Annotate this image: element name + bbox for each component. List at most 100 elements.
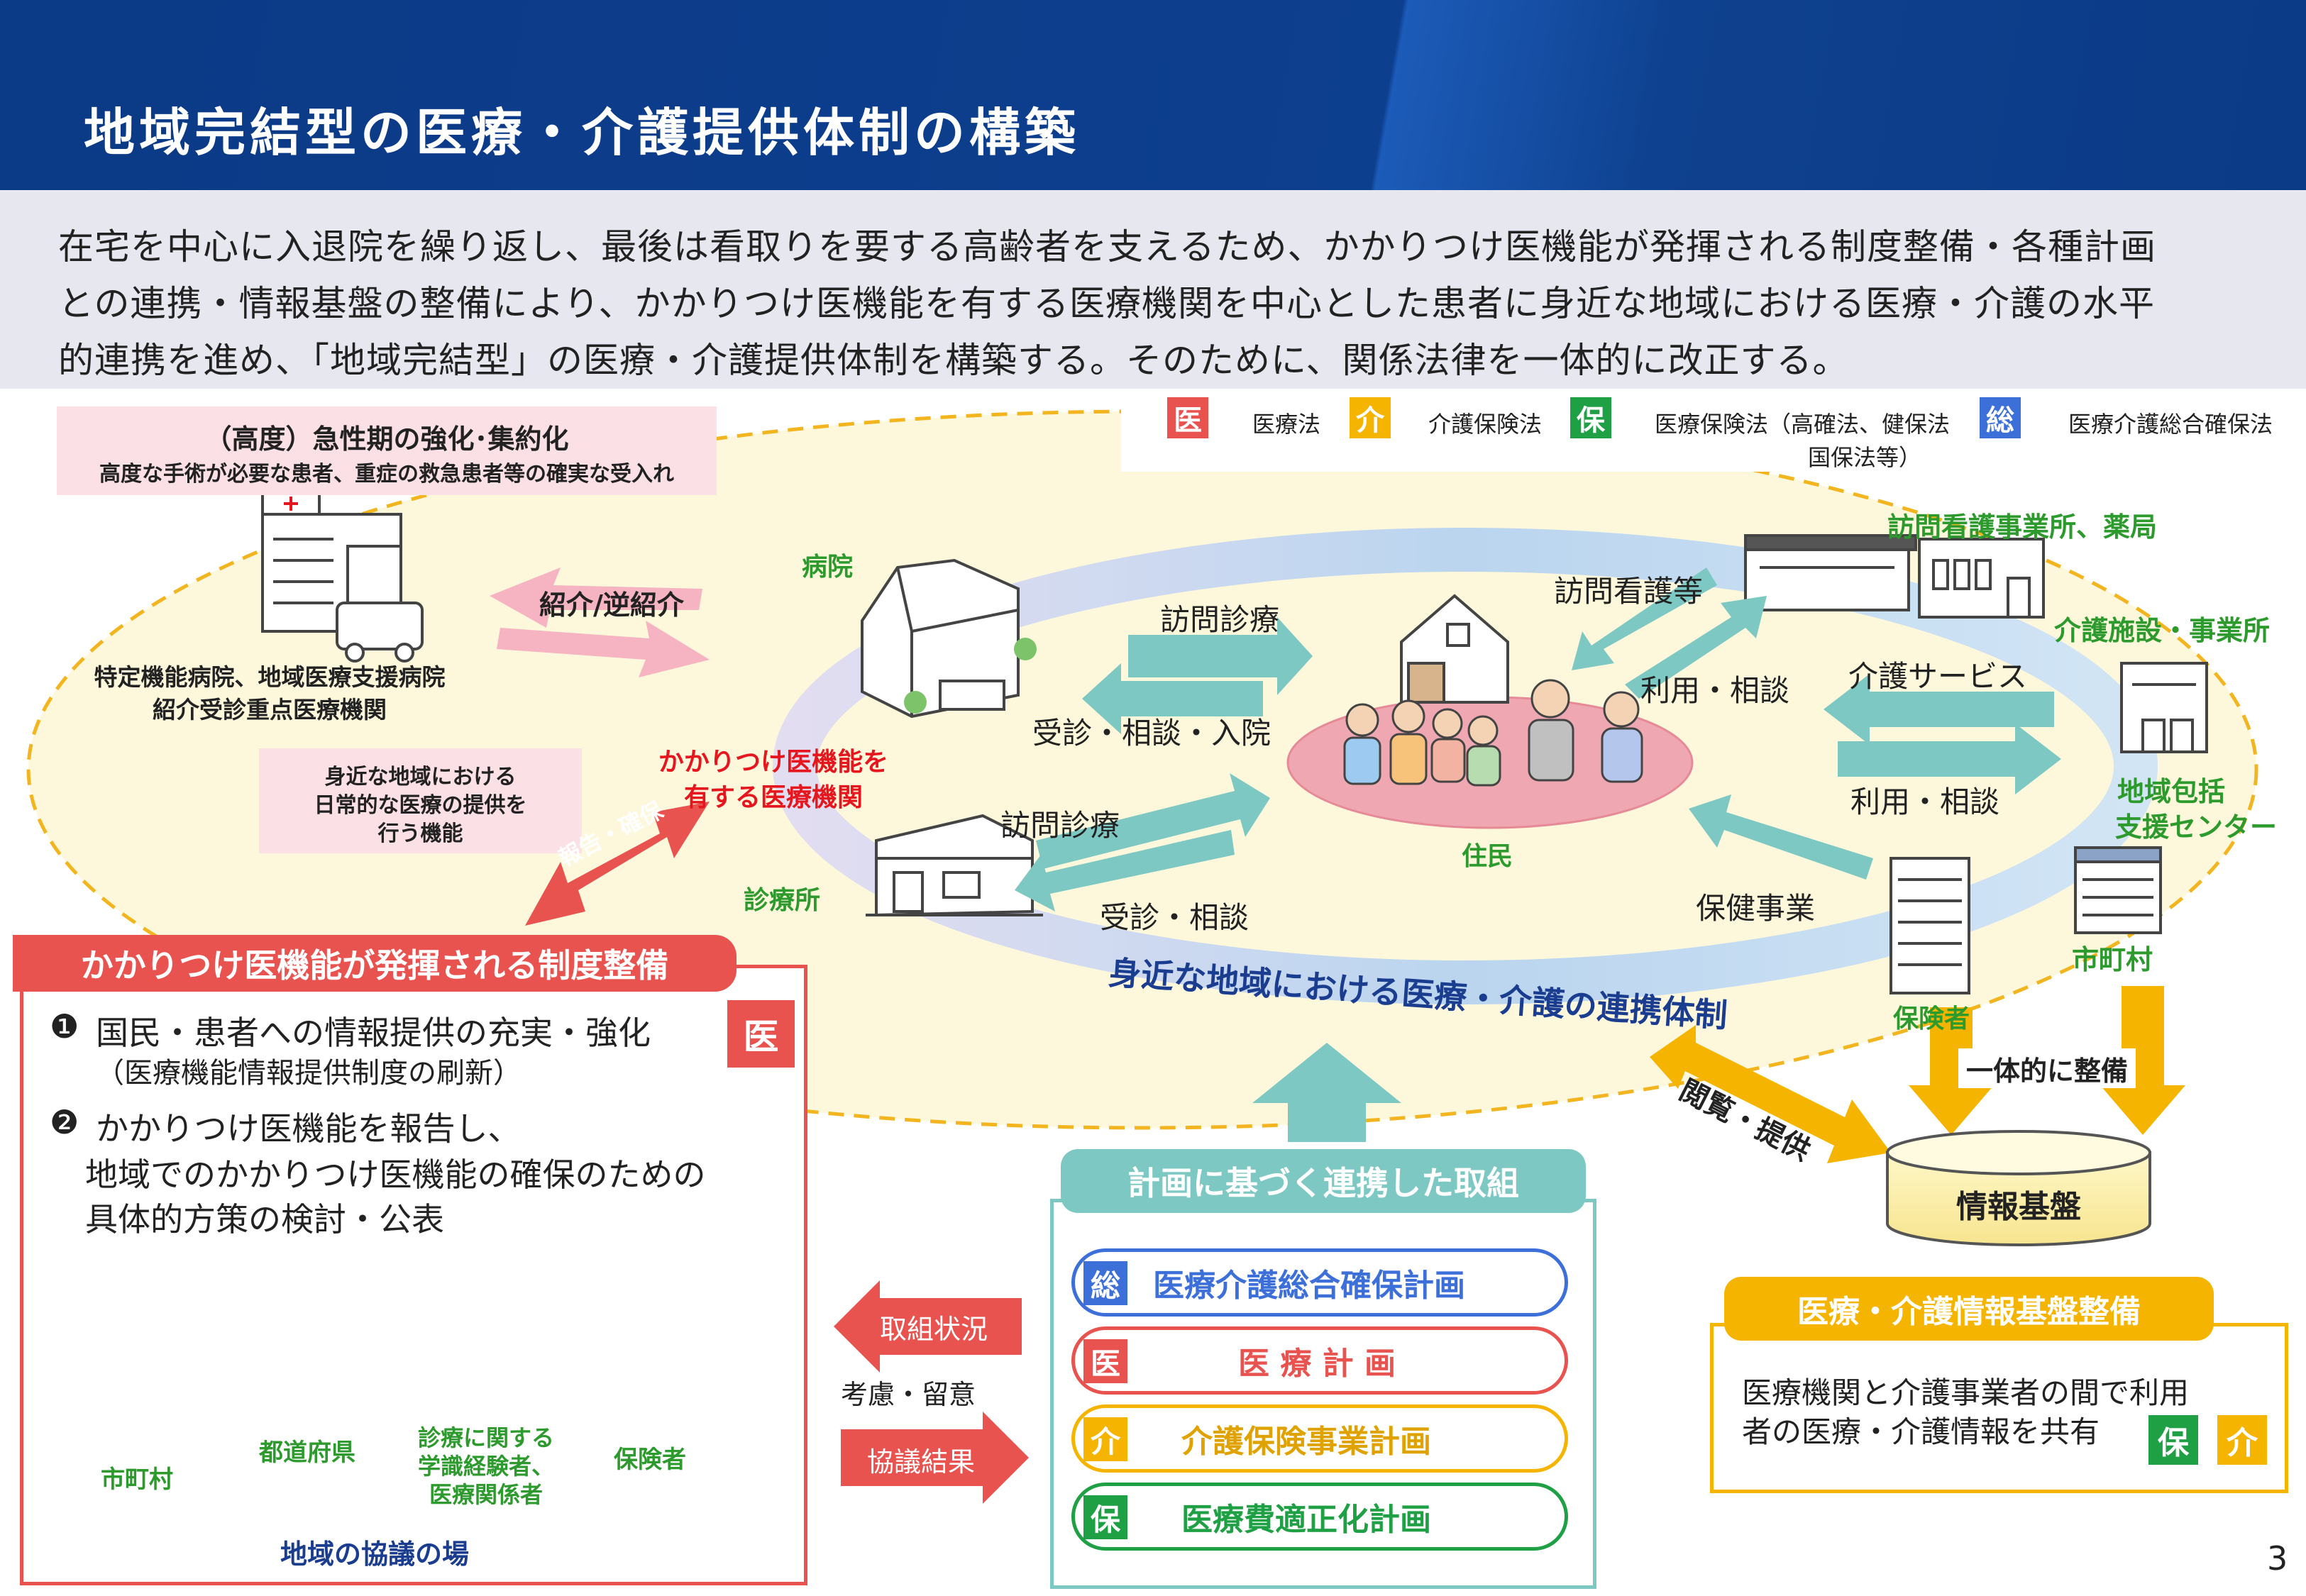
plan-text-medical: 医 療 計 画 bbox=[1238, 1346, 1396, 1382]
item2-line-2: 地域でのかかりつけ医機能の確保のための bbox=[85, 1156, 706, 1194]
item2-number: ❷ bbox=[50, 1103, 79, 1141]
plan-badge-care: 介 bbox=[1083, 1417, 1127, 1461]
hospital-label: 病院 bbox=[802, 553, 854, 582]
support-center-label-1: 地域包括 bbox=[2117, 776, 2225, 807]
clinic-building-icon bbox=[866, 814, 1043, 917]
plan-text-general: 医療介護総合確保計画 bbox=[1153, 1268, 1465, 1304]
intro-line-3: 的連携を進め、「地域完結型」の医療・介護提供体制を構築する。そのために、関係法律… bbox=[58, 340, 1849, 381]
municipality-building-icon bbox=[2074, 846, 2162, 934]
care-facility-icon bbox=[2120, 662, 2208, 753]
use-consult-label-1: 利用・相談 bbox=[1640, 673, 1790, 708]
council-experts-line-2: 学識経験者、 bbox=[417, 1453, 554, 1480]
referral-label: 紹介/逆紹介 bbox=[539, 589, 684, 621]
report-arrow bbox=[525, 802, 710, 926]
legend-badge-insurance: 保 bbox=[1570, 397, 1611, 438]
home-visit-label-2: 訪問診療 bbox=[1000, 808, 1120, 843]
municipality-label: 市町村 bbox=[2072, 944, 2153, 975]
plan-badge-general: 総 bbox=[1083, 1261, 1127, 1305]
daily-care-line-2: 日常的な医療の提供を bbox=[314, 793, 527, 818]
legend-text-insurance-2: 国保法等） bbox=[1808, 444, 1922, 471]
progress-arrows bbox=[834, 1280, 1029, 1504]
acute-hospital-label-1: 特定機能病院、地域医療支援病院 bbox=[94, 663, 446, 691]
daily-care-line-3: 行う機能 bbox=[377, 821, 463, 846]
visit-nursing-label: 訪問看護等 bbox=[1554, 574, 1704, 609]
family-doctor-label-2: 有する医療機関 bbox=[683, 783, 863, 812]
info-arrows bbox=[1650, 986, 2185, 1163]
info-platform-cylinder bbox=[1886, 1130, 2151, 1246]
info-badge-insurance: 保 bbox=[2148, 1415, 2198, 1465]
integrated-label: 一体的に整備 bbox=[1958, 1048, 2136, 1088]
plan-row-general: 総 医療介護総合確保計画 bbox=[1071, 1248, 1568, 1317]
legend-badge-general: 総 bbox=[1980, 397, 2021, 438]
visit-nursing-station-icon bbox=[1744, 534, 2045, 619]
legend-text-general: 医療介護総合確保法 bbox=[2068, 411, 2273, 438]
legend-badge-care: 介 bbox=[1350, 397, 1391, 438]
item2-line-1: かかりつけ医機能を報告し、 bbox=[96, 1109, 521, 1148]
plan-badge-medical: 医 bbox=[1083, 1339, 1127, 1383]
acute-care-note bbox=[57, 406, 717, 495]
info-badge-care: 介 bbox=[2217, 1415, 2267, 1465]
hospital-building-icon bbox=[861, 558, 1037, 719]
system-development-box bbox=[20, 965, 807, 1585]
council-prefecture-label: 都道府県 bbox=[259, 1439, 355, 1467]
plan-text-insurance: 医療費適正化計画 bbox=[1181, 1502, 1431, 1538]
family-doctor-label-1: かかりつけ医機能を bbox=[658, 748, 889, 777]
legend-text-insurance: 医療保険法（高確法、健保法 bbox=[1655, 411, 1951, 438]
plan-badge-insurance: 保 bbox=[1083, 1495, 1127, 1539]
council-title: 地域の協議の場 bbox=[280, 1539, 470, 1570]
house-icon bbox=[1400, 594, 1509, 704]
support-center-label-2: 支援センター bbox=[2114, 811, 2277, 843]
intro-line-1: 在宅を中心に入退院を繰り返し、最後は看取りを要する高齢者を支えるため、かかりつけ… bbox=[58, 226, 2156, 267]
intro-line-2: との連携・情報基盤の整備により、かかりつけ医機能を有する医療機関を中心とした患者… bbox=[58, 283, 2155, 324]
intro-panel: 在宅を中心に入退院を繰り返し、最後は看取りを要する高齢者を支えるため、かかりつけ… bbox=[0, 190, 2306, 389]
nursing-station-label: 訪問看護事業所、薬局 bbox=[1887, 511, 2158, 543]
info-base-title: 医療・介護情報基盤整備 bbox=[1724, 1277, 2214, 1341]
plan-row-medical: 医 医 療 計 画 bbox=[1071, 1326, 1568, 1395]
item2-line-3: 具体的方策の検討・公表 bbox=[85, 1200, 444, 1238]
clinic-label: 診療所 bbox=[744, 886, 821, 915]
health-program-label: 保健事業 bbox=[1696, 891, 1816, 926]
consult-label: 受診・相談 bbox=[1100, 900, 1249, 935]
home-visit-label-1: 訪問診療 bbox=[1160, 602, 1280, 637]
progress-label: 取組状況 bbox=[880, 1314, 988, 1345]
acute-care-title: （高度）急性期の強化･集約化 bbox=[204, 423, 569, 455]
page-number: 3 bbox=[2267, 1539, 2288, 1578]
residents-label: 住民 bbox=[1462, 842, 1513, 871]
acute-care-subtitle: 高度な手術が必要な患者、重症の救急患者等の確実な受入れ bbox=[99, 462, 674, 487]
acute-hospital-label-2: 紹介受診重点医療機関 bbox=[153, 696, 387, 724]
council-experts-line-3: 医療関係者 bbox=[429, 1481, 543, 1508]
item1-badge: 医 bbox=[727, 1000, 795, 1068]
council-insurer-label: 保険者 bbox=[614, 1446, 686, 1474]
plans-title: 計画に基づく連携した取組 bbox=[1061, 1149, 1586, 1213]
result-label: 協議結果 bbox=[867, 1446, 976, 1478]
consult-admit-label: 受診・相談・入院 bbox=[1032, 716, 1271, 750]
legend-text-medical: 医療法 bbox=[1252, 411, 1321, 438]
legend bbox=[1121, 394, 2292, 472]
consider-label: 考慮・留意 bbox=[841, 1379, 976, 1410]
flow-arrows bbox=[1015, 567, 2061, 1142]
residents-people-icon bbox=[1343, 679, 1643, 787]
info-platform-label: 情報基盤 bbox=[1956, 1189, 2081, 1225]
referral-arrows bbox=[490, 567, 710, 677]
council-experts-line-1: 診療に関する bbox=[417, 1424, 554, 1451]
acute-hospital-icon bbox=[261, 492, 424, 663]
insurer-building-icon bbox=[1890, 857, 1970, 994]
item1-number: ❶ bbox=[50, 1007, 79, 1046]
legend-badge-medical: 医 bbox=[1167, 397, 1208, 438]
use-consult-label-2: 利用・相談 bbox=[1850, 785, 2000, 819]
legend-text-care: 介護保険法 bbox=[1428, 411, 1543, 438]
care-facility-label: 介護施設・事業所 bbox=[2054, 615, 2271, 646]
plan-row-care: 介 介護保険事業計画 bbox=[1071, 1404, 1568, 1473]
item1-text: 国民・患者への情報提供の充実・強化 bbox=[96, 1014, 651, 1052]
item1-subtext: （医療機能情報提供制度の刷新） bbox=[96, 1057, 522, 1090]
info-base-line-2: 者の医療・介護情報を共有 bbox=[1742, 1414, 2100, 1449]
plan-row-insurance: 保 医療費適正化計画 bbox=[1071, 1483, 1568, 1551]
insurer-label: 保険者 bbox=[1893, 1004, 1970, 1033]
cooperation-ring bbox=[773, 528, 2158, 1004]
header-banner bbox=[0, 0, 2306, 190]
system-development-title: かかりつけ医機能が発揮される制度整備 bbox=[13, 935, 737, 992]
daily-care-line-1: 身近な地域における bbox=[324, 765, 517, 789]
info-base-line-1: 医療機関と介護事業者の間で利用 bbox=[1742, 1375, 2190, 1410]
council-municipality-label: 市町村 bbox=[101, 1465, 173, 1494]
